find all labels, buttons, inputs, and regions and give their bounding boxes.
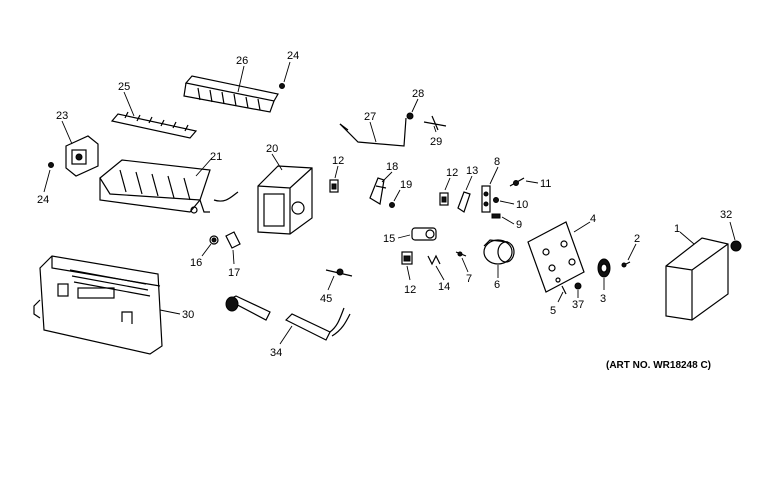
callout-17: 17 — [228, 267, 240, 279]
callout-11: 11 — [540, 178, 551, 190]
part-4-mounting-plate — [527, 221, 585, 293]
callout-26: 26 — [236, 55, 248, 67]
callout-34: 34 — [270, 347, 282, 359]
callout-45: 45 — [320, 293, 332, 305]
callout-28: 28 — [412, 88, 424, 100]
part-16-fitting — [209, 235, 219, 245]
callout-30: 30 — [182, 309, 194, 321]
callout-24-upper: 24 — [287, 50, 299, 62]
part-3-gear — [597, 258, 611, 278]
part-11-screw — [509, 177, 525, 187]
part-14-clip — [427, 254, 441, 266]
callout-37: 37 — [572, 299, 584, 311]
callout-23: 23 — [56, 110, 68, 122]
callout-14: 14 — [438, 281, 450, 293]
part-6-motor — [483, 239, 515, 265]
callout-21: 21 — [210, 151, 222, 163]
part-45-wire-tie — [325, 268, 353, 277]
part-28-bushing — [406, 112, 414, 120]
part-10-washer — [493, 197, 499, 203]
part-7-screw — [455, 251, 467, 257]
part-24-screw-lower — [48, 162, 54, 168]
part-12-switch-upper — [329, 179, 339, 193]
part-27-shutoff-arm — [339, 117, 407, 147]
callout-12-middle: 12 — [446, 167, 458, 179]
callout-32: 32 — [720, 209, 732, 221]
part-18-lever — [369, 177, 387, 205]
part-8-contact — [481, 185, 491, 213]
part-24-screw-upper — [279, 83, 285, 89]
part-15-valve — [411, 227, 437, 241]
callout-15: 15 — [383, 233, 395, 245]
callout-25: 25 — [118, 81, 130, 93]
part-2-screw — [621, 261, 631, 268]
callout-10: 10 — [516, 199, 528, 211]
part-5-screw — [561, 285, 567, 295]
part-26-stripper — [183, 75, 279, 113]
callout-9: 9 — [516, 219, 522, 231]
part-9-screw — [491, 213, 501, 219]
part-21-mold-heater — [99, 159, 239, 214]
callout-3: 3 — [600, 293, 606, 305]
callout-13: 13 — [466, 165, 478, 177]
part-23-bearing — [65, 135, 99, 177]
callout-2: 2 — [634, 233, 640, 245]
callout-29: 29 — [430, 136, 442, 148]
part-20-housing — [257, 165, 313, 235]
part-34-fill-tube — [225, 295, 351, 341]
part-25-ejector — [110, 111, 198, 139]
callout-7: 7 — [466, 273, 472, 285]
part-13-cam — [457, 191, 471, 213]
callout-12-lower: 12 — [404, 284, 416, 296]
callout-12-upper: 12 — [332, 155, 344, 167]
callout-19: 19 — [400, 179, 412, 191]
callout-18: 18 — [386, 161, 398, 173]
callout-20: 20 — [266, 143, 278, 155]
callout-16: 16 — [190, 257, 202, 269]
part-30-mounting-bracket — [33, 255, 163, 355]
part-19-screw — [389, 202, 395, 208]
callout-24-lower: 24 — [37, 194, 49, 206]
callout-8: 8 — [494, 156, 500, 168]
part-29-spring — [423, 115, 447, 131]
part-37-nut — [574, 282, 582, 290]
part-1-cover — [665, 237, 729, 321]
callout-27: 27 — [364, 111, 376, 123]
callout-1: 1 — [674, 223, 680, 235]
part-12-switch-lower — [401, 251, 413, 265]
part-17-bracket — [225, 231, 241, 249]
art-number-label: (ART NO. WR18248 C) — [606, 360, 711, 371]
callout-6: 6 — [494, 279, 500, 291]
callout-5: 5 — [550, 305, 556, 317]
part-12-switch-middle — [439, 192, 449, 206]
part-32-plug — [730, 240, 742, 252]
callout-4: 4 — [590, 213, 596, 225]
